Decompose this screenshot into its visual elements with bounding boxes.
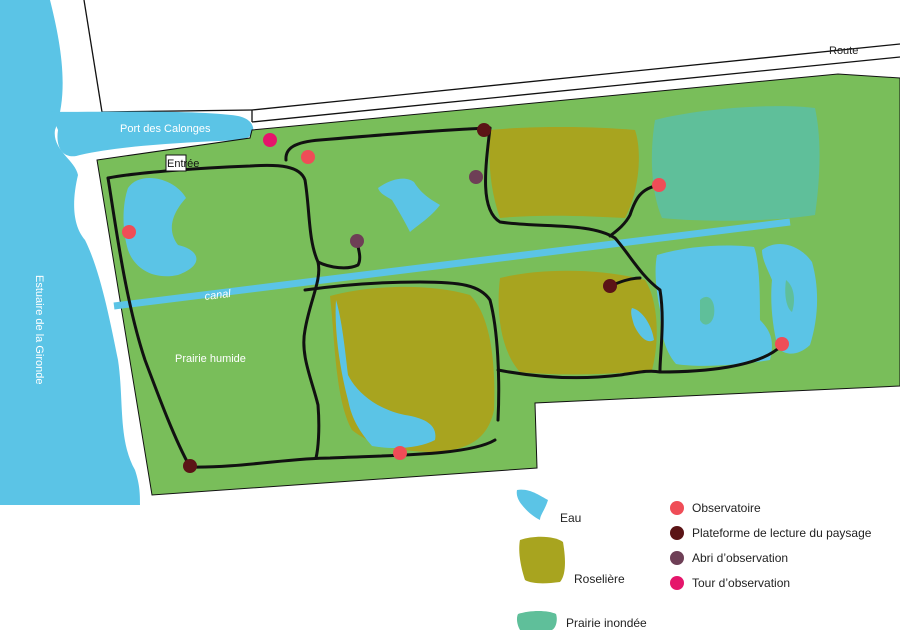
legend-tour-icon xyxy=(670,576,684,590)
abri-icon xyxy=(469,170,483,184)
legend-roseliere: Roselière xyxy=(574,572,625,586)
route-label: Route xyxy=(829,45,858,57)
canal xyxy=(113,218,791,310)
observatoire-icon xyxy=(775,337,789,351)
entree-label: Entrée xyxy=(167,158,199,170)
observatoire-icon xyxy=(652,178,666,192)
legend-prairie-inondee: Prairie inondée xyxy=(566,616,647,630)
observatoire-icon xyxy=(122,225,136,239)
prairie-inondee-patch-2 xyxy=(785,280,794,312)
legend-abri: Abri d’observation xyxy=(692,551,788,565)
observatoire-icon xyxy=(301,150,315,164)
legend: Eau Roselière Prairie inondée Observatoi… xyxy=(516,489,872,630)
abri-icon xyxy=(350,234,364,248)
legend-plateforme: Plateforme de lecture du paysage xyxy=(692,526,872,540)
water-center-south xyxy=(335,300,436,448)
prairie-humide-label: Prairie humide xyxy=(175,353,246,365)
legend-prairie-inondee-swatch xyxy=(516,611,557,630)
legend-tour: Tour d’observation xyxy=(692,576,790,590)
prairie-inondee-zone xyxy=(651,106,820,221)
canal-label: canal xyxy=(204,288,232,303)
port-channel xyxy=(50,111,254,157)
entree-box xyxy=(165,154,187,172)
observatoire-icon xyxy=(393,446,407,460)
plateforme-icon xyxy=(183,459,197,473)
markers-layer xyxy=(122,123,789,473)
plateforme-icon xyxy=(603,279,617,293)
roseliere-east xyxy=(498,270,657,375)
estuaire-water xyxy=(0,0,140,505)
legend-abri-icon xyxy=(670,551,684,565)
legend-eau-swatch xyxy=(516,489,548,520)
legend-roseliere-swatch xyxy=(519,536,565,584)
tour-icon xyxy=(263,133,277,147)
legend-eau: Eau xyxy=(560,511,581,525)
plateforme-icon xyxy=(477,123,491,137)
port-label: Port des Calonges xyxy=(120,123,211,135)
legend-plateforme-icon xyxy=(670,526,684,540)
route xyxy=(83,0,900,123)
walking-paths xyxy=(106,126,784,469)
roseliere-north xyxy=(489,127,639,218)
water-east-small xyxy=(631,308,654,342)
prairie-inondee-patch xyxy=(700,296,715,325)
legend-observatoire-icon xyxy=(670,501,684,515)
estuaire-label: Estuaire de la Gironde xyxy=(33,275,45,384)
water-center xyxy=(378,178,440,232)
water-west xyxy=(123,177,197,277)
legend-observatoire: Observatoire xyxy=(692,501,761,515)
